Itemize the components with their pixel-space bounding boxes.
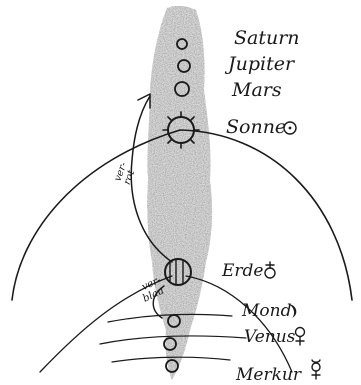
mercury-symbol-icon xyxy=(312,360,320,379)
label-erde: Erde xyxy=(221,261,263,281)
label-merkur: Merkur xyxy=(235,365,302,385)
label-mars: Mars xyxy=(231,79,282,101)
shaded-band xyxy=(140,0,220,385)
label-verrot: ver- rot xyxy=(112,160,139,186)
venus-symbol-icon xyxy=(296,328,305,346)
label-sonne: Sonne xyxy=(226,116,286,138)
label-venus: Venus xyxy=(244,327,296,347)
earth-symbol-icon xyxy=(265,262,275,278)
label-saturn: Saturn xyxy=(234,27,300,49)
label-jupiter: Jupiter xyxy=(224,53,296,75)
label-mond: Mond xyxy=(241,301,292,321)
